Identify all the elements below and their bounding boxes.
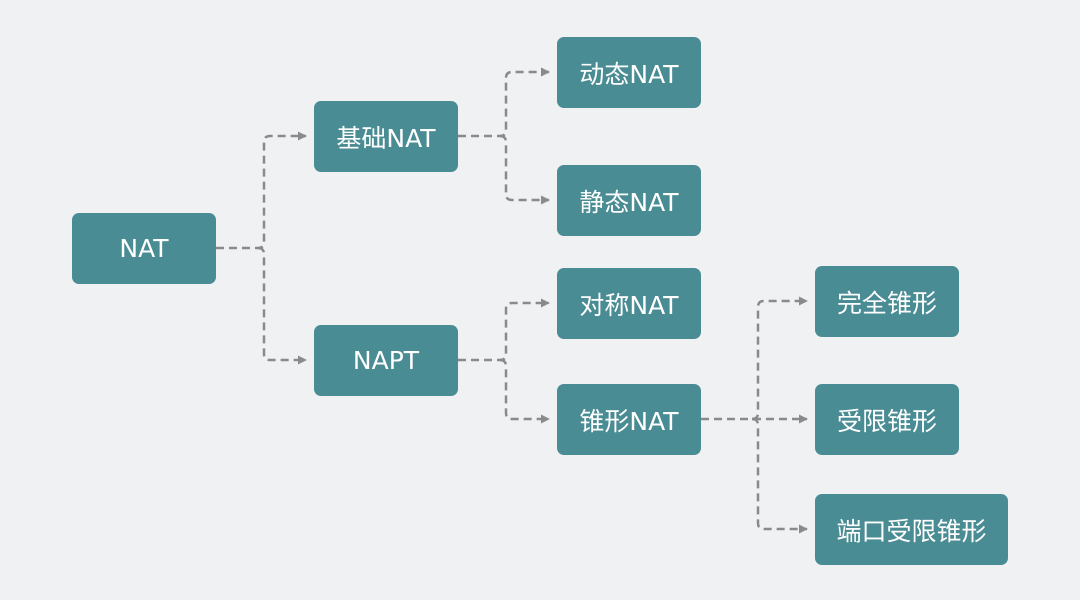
edge-nat-to-basic-nat (216, 131, 307, 250)
node-basic-nat: 基础NAT (314, 101, 458, 172)
node-napt: NAPT (314, 325, 458, 396)
edge-napt-to-symmetric-nat (458, 298, 550, 362)
node-symmetric-nat: 对称NAT (557, 268, 701, 339)
node-full-cone: 完全锥形 (815, 266, 959, 337)
edge-basic-nat-to-dynamic-nat (458, 67, 550, 138)
edge-cone-nat-to-full-cone (751, 296, 808, 421)
node-cone-nat: 锥形NAT (557, 384, 701, 455)
node-static-nat: 静态NAT (557, 165, 701, 236)
node-nat: NAT (72, 213, 216, 284)
node-dynamic-nat: 动态NAT (557, 37, 701, 108)
edge-cone-nat-to-port-restricted-cone (751, 417, 808, 534)
edge-napt-to-cone-nat (499, 358, 550, 424)
node-port-restricted-cone: 端口受限锥形 (815, 494, 1008, 565)
edge-basic-nat-to-static-nat (499, 134, 550, 205)
node-restricted-cone: 受限锥形 (815, 384, 959, 455)
edge-nat-to-napt (257, 246, 307, 365)
